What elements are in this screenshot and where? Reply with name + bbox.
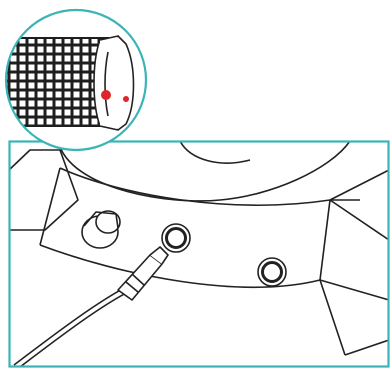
cable xyxy=(14,285,130,365)
left-side xyxy=(9,150,78,230)
red-dot-icon xyxy=(123,96,129,102)
zoom-inset xyxy=(6,10,146,150)
panel-left-edge xyxy=(40,168,60,245)
top-curve xyxy=(58,141,350,201)
rca-jack-icon xyxy=(258,258,286,286)
inner-curve xyxy=(180,141,250,163)
screw-knob xyxy=(82,211,120,248)
red-dot-icon xyxy=(101,90,111,100)
device-panel xyxy=(9,141,389,367)
panel-right-edge xyxy=(320,200,330,280)
rca-plug-icon xyxy=(14,247,168,367)
panel-bottom-edge xyxy=(40,245,389,300)
rca-jack-icon xyxy=(162,224,190,252)
